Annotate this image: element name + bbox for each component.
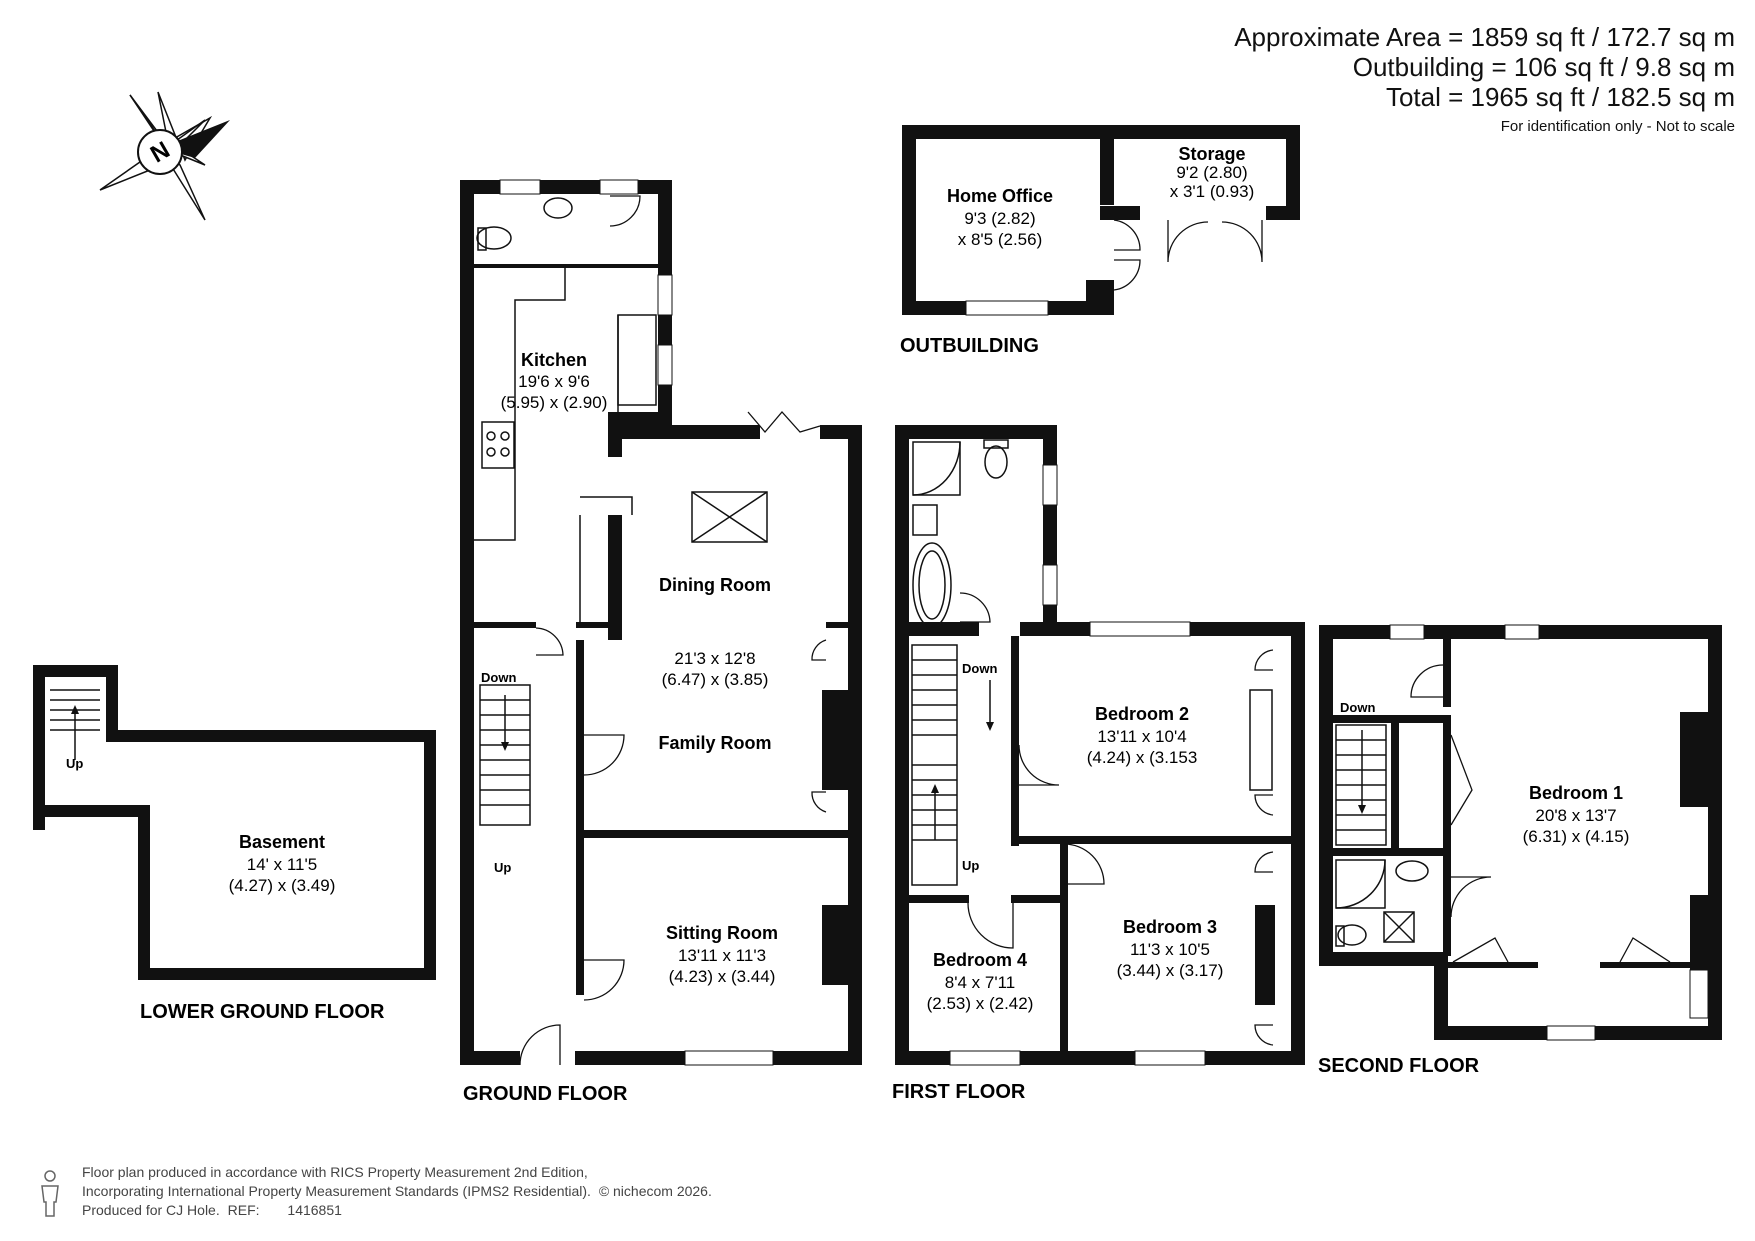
lower-ground-floor: Up Basement 14' x 11'5 (4.27) x (3.49) L… xyxy=(33,665,436,1023)
sitting-room-name: Sitting Room xyxy=(666,923,778,943)
ground-floor: Down Up Kitchen 19'6 x 9'6 (5.95) x (2.9… xyxy=(460,179,862,1105)
area-summary: Approximate Area = 1859 sq ft / 172.7 sq… xyxy=(1234,22,1735,135)
bedroom2-dim-imperial: 13'11 x 10'4 xyxy=(1097,727,1186,746)
bedroom3-dim-imperial: 11'3 x 10'5 xyxy=(1130,940,1210,959)
dining-room-name: Dining Room xyxy=(659,575,771,595)
first-floor-label: FIRST FLOOR xyxy=(892,1081,1026,1103)
bedroom1-dim-metric: (6.31) x (4.15) xyxy=(1523,827,1630,846)
footer-ref: 1416851 xyxy=(287,1202,342,1218)
approximate-area: Approximate Area = 1859 sq ft / 172.7 sq… xyxy=(1234,22,1735,52)
lower-ground-floor-label: LOWER GROUND FLOOR xyxy=(140,1001,385,1023)
basement-name: Basement xyxy=(239,832,325,852)
footer-line1: Floor plan produced in accordance with R… xyxy=(82,1164,588,1180)
footer-produced-for: Produced for CJ Hole. xyxy=(82,1202,220,1218)
outbuilding: Home Office 9'3 (2.82) x 8'5 (2.56) Stor… xyxy=(900,125,1300,357)
bedroom4-dim-metric: (2.53) x (2.42) xyxy=(927,994,1034,1013)
storage-dim1: 9'2 (2.80) xyxy=(1176,163,1247,182)
footer-line2: Incorporating International Property Mea… xyxy=(82,1183,591,1199)
first-floor-stairs xyxy=(911,644,994,886)
first-down-label: Down xyxy=(962,661,997,676)
family-room-name: Family Room xyxy=(658,733,771,753)
bedroom2-dim-metric: (4.24) x (3.153 xyxy=(1087,748,1198,767)
storage-dim2: x 3'1 (0.93) xyxy=(1170,182,1255,201)
second-down-label: Down xyxy=(1340,700,1375,715)
second-floor: Down Bedroom 1 20'8 x 13'7 (6.31) x (4.1… xyxy=(1318,624,1722,1077)
identification-note: For identification only - Not to scale xyxy=(1500,118,1735,135)
storage-name: Storage xyxy=(1178,144,1245,164)
dining-dim-imperial: 21'3 x 12'8 xyxy=(674,649,755,668)
bedroom3-dim-metric: (3.44) x (3.17) xyxy=(1117,961,1224,980)
ground-floor-label: GROUND FLOOR xyxy=(463,1083,628,1105)
outbuilding-area: Outbuilding = 106 sq ft / 9.8 sq m xyxy=(1352,52,1735,82)
first-up-label: Up xyxy=(962,858,979,873)
footer-line3-row: Produced for CJ Hole. REF: 1416851 xyxy=(82,1201,716,1220)
ground-stairs xyxy=(479,684,531,826)
basement-up-label: Up xyxy=(66,756,83,771)
dining-dim-metric: (6.47) x (3.85) xyxy=(662,670,769,689)
sitting-dim-imperial: 13'11 x 11'3 xyxy=(678,946,766,965)
bedroom3-name: Bedroom 3 xyxy=(1123,917,1217,937)
footer-copyright: © nichecom 2026. xyxy=(598,1183,712,1199)
kitchen-dim-metric: (5.95) x (2.90) xyxy=(501,393,608,412)
first-floor: Down Up Bedroom 2 13'11 x 10'4 (4.24) x … xyxy=(892,425,1305,1103)
basement-dim-imperial: 14' x 11'5 xyxy=(247,855,317,874)
bedroom1-dim-imperial: 20'8 x 13'7 xyxy=(1535,806,1616,825)
bedroom4-name: Bedroom 4 xyxy=(933,950,1027,970)
outbuilding-label: OUTBUILDING xyxy=(900,335,1039,357)
kitchen-dim-imperial: 19'6 x 9'6 xyxy=(518,372,590,391)
basement-dim-metric: (4.27) x (3.49) xyxy=(229,876,336,895)
second-floor-stairs xyxy=(1335,724,1387,846)
footer: Floor plan produced in accordance with R… xyxy=(82,1163,716,1220)
kitchen-name: Kitchen xyxy=(521,350,587,370)
sitting-dim-metric: (4.23) x (3.44) xyxy=(669,967,776,986)
bedroom1-name: Bedroom 1 xyxy=(1529,783,1623,803)
second-floor-label: SECOND FLOOR xyxy=(1318,1055,1480,1077)
ground-up-label: Up xyxy=(494,860,511,875)
bedroom4-dim-imperial: 8'4 x 7'11 xyxy=(945,973,1015,992)
footer-line2-row: Incorporating International Property Mea… xyxy=(82,1182,716,1201)
person-icon xyxy=(41,1170,59,1217)
total-area: Total = 1965 sq ft / 182.5 sq m xyxy=(1385,82,1735,112)
ground-down-label: Down xyxy=(481,670,516,685)
footer-ref-label: REF: xyxy=(227,1202,260,1218)
home-office-name: Home Office xyxy=(947,186,1053,206)
home-office-dim2: x 8'5 (2.56) xyxy=(958,230,1043,249)
compass-icon: N xyxy=(99,91,230,221)
bedroom2-name: Bedroom 2 xyxy=(1095,704,1189,724)
basement-stairs xyxy=(50,689,100,760)
home-office-dim1: 9'3 (2.82) xyxy=(964,209,1035,228)
